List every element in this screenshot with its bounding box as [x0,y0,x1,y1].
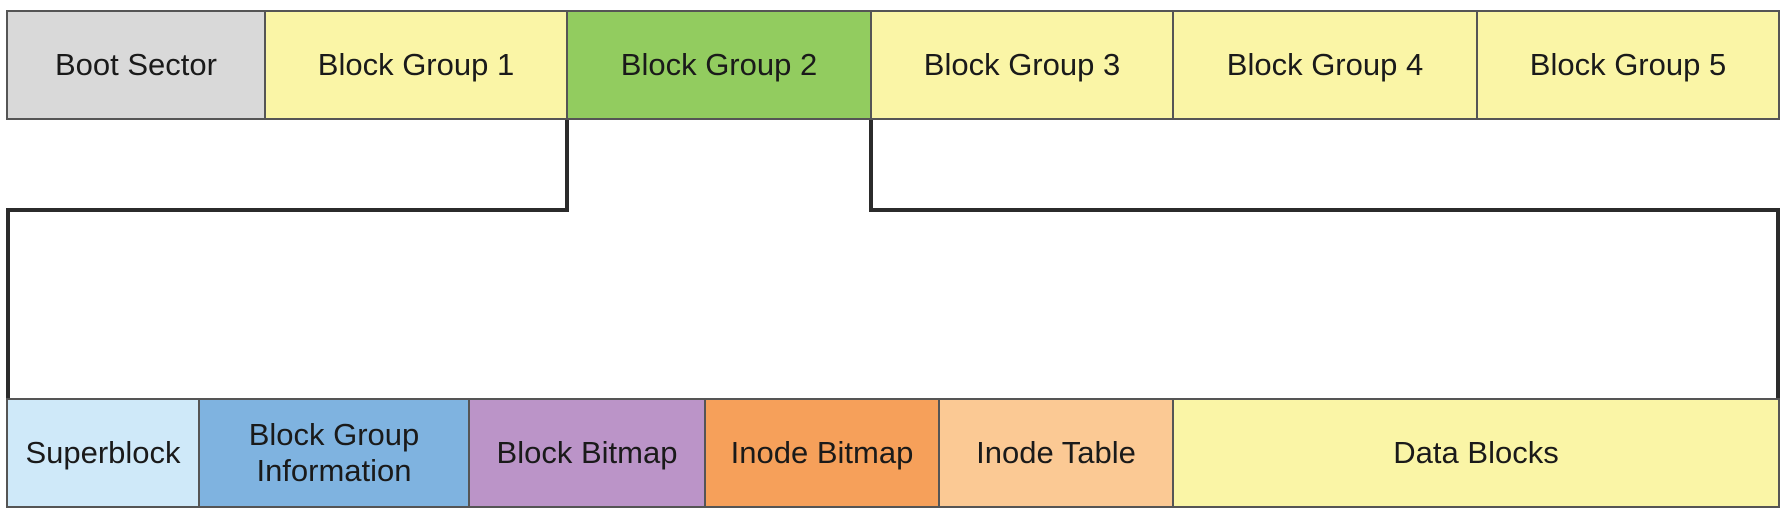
block-group-5-block: Block Group 5 [1476,10,1780,120]
block-group-2-label: Block Group 2 [620,47,818,83]
block-group-3-block: Block Group 3 [870,10,1174,120]
block-bitmap-label: Block Bitmap [496,435,678,471]
inode-table-block: Inode Table [938,398,1174,508]
inode-bitmap-block: Inode Bitmap [704,398,940,508]
block-group-1-block: Block Group 1 [264,10,568,120]
inode-table-label: Inode Table [976,435,1136,471]
block-group-information-block: Block Group Information [198,398,470,508]
data-blocks-block: Data Blocks [1172,398,1780,508]
left-connector-line [6,120,569,398]
boot-sector-block: Boot Sector [6,10,266,120]
superblock-block: Superblock [6,398,200,508]
boot-sector-label: Boot Sector [55,47,217,83]
superblock-label: Superblock [25,435,181,471]
block-group-3-label: Block Group 3 [923,47,1121,83]
block-group-5-label: Block Group 5 [1529,47,1727,83]
block-group-4-block: Block Group 4 [1172,10,1478,120]
right-connector-line [869,120,1780,398]
data-blocks-label: Data Blocks [1393,435,1559,471]
block-group-information-label: Block Group Information [248,417,420,488]
block-group-1-label: Block Group 1 [317,47,515,83]
block-bitmap-block: Block Bitmap [468,398,706,508]
inode-bitmap-label: Inode Bitmap [730,435,914,471]
block-group-4-label: Block Group 4 [1226,47,1424,83]
block-group-2-block: Block Group 2 [566,10,872,120]
